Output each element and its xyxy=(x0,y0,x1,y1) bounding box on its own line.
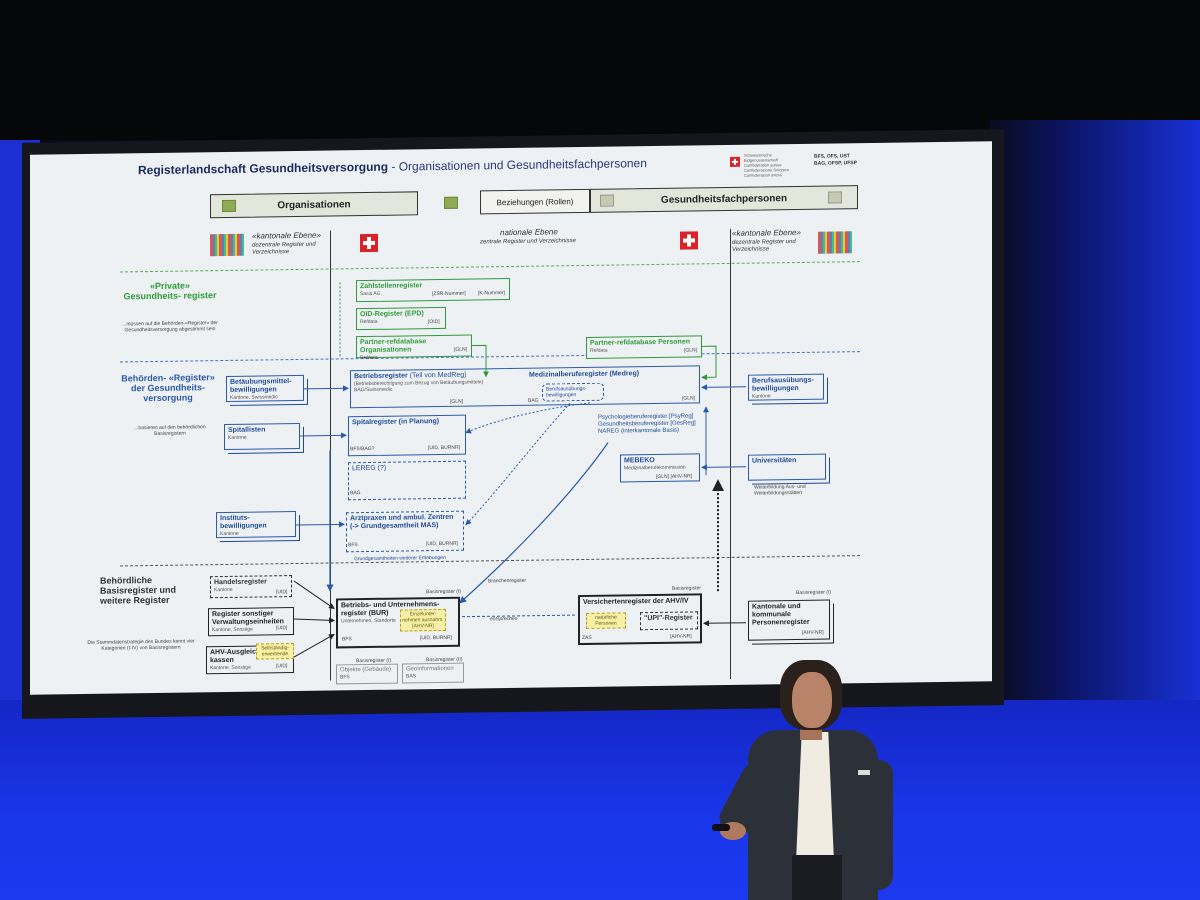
presenter-trousers xyxy=(792,855,842,900)
stage-blue-wall-right xyxy=(990,120,1200,720)
stage-floor xyxy=(0,700,1200,900)
presenter xyxy=(700,650,920,900)
presenter-face xyxy=(792,672,832,728)
stage-dark-top xyxy=(0,0,1200,140)
connector-arrows xyxy=(293,282,746,658)
lapel-badge xyxy=(858,770,870,775)
projected-slide: Registerlandschaft Gesundheitsversorgung… xyxy=(30,141,992,695)
presenter-shirt xyxy=(796,732,834,862)
presenter-arm xyxy=(865,760,893,890)
presentation-clicker xyxy=(712,824,730,831)
